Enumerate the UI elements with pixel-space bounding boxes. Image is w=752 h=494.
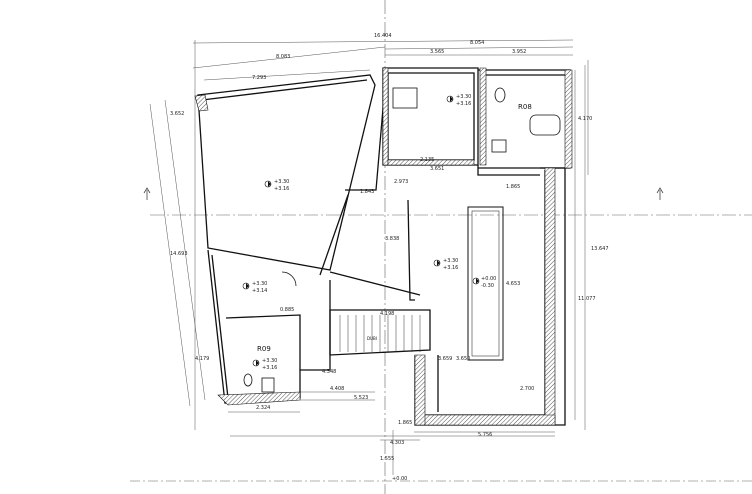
- svg-text:5.756: 5.756: [478, 432, 492, 438]
- svg-text:11.077: 11.077: [578, 296, 596, 302]
- elevation-marker-top-right: +3.30 +3.16: [446, 94, 471, 107]
- dimension-texts: 16.404 8.054 8.083 3.565 3.952 7.293 2.3…: [170, 33, 609, 462]
- svg-text:4.653: 4.653: [506, 281, 520, 287]
- svg-text:+3.30: +3.30: [252, 281, 267, 287]
- elevation-marker-lower-left: +3.30 +3.14: [242, 281, 267, 294]
- svg-text:1.865: 1.865: [398, 420, 412, 426]
- svg-text:4.303: 4.303: [390, 440, 404, 446]
- svg-text:16.404: 16.404: [374, 33, 392, 39]
- elevation-marker-right-hall: +0.00 -0.30: [472, 276, 496, 289]
- svg-text:4.179: 4.179: [195, 356, 209, 362]
- svg-text:13.647: 13.647: [591, 246, 609, 252]
- svg-text:+3.30: +3.30: [262, 358, 277, 364]
- svg-text:1.843: 1.843: [360, 189, 374, 195]
- svg-text:+3.30: +3.30: [443, 258, 458, 264]
- stair-treads: [339, 315, 421, 352]
- room-label-r08: R08: [518, 103, 532, 111]
- svg-text:2.700: 2.700: [520, 386, 534, 392]
- svg-text:+3.30: +3.30: [456, 94, 471, 100]
- hatched-walls: [194, 67, 573, 426]
- room-label-r09: R09: [257, 345, 271, 353]
- svg-text:+3.16: +3.16: [262, 365, 277, 371]
- svg-text:3.652: 3.652: [170, 111, 184, 117]
- room-label-stair: DUBI: [367, 336, 377, 341]
- svg-text:7.293: 7.293: [252, 75, 266, 81]
- svg-text:2.135: 2.135: [420, 157, 434, 163]
- svg-text:2.973: 2.973: [394, 179, 408, 185]
- elevation-marker-main: +3.30 +3.16: [264, 179, 289, 192]
- svg-text:+3.16: +3.16: [456, 101, 471, 107]
- central-shaft-inner: [471, 210, 500, 357]
- svg-text:4.408: 4.408: [330, 386, 344, 392]
- elevation-marker-center: +3.30 +3.16: [433, 258, 458, 271]
- svg-text:5.523: 5.523: [354, 395, 368, 401]
- svg-text:3.952: 3.952: [512, 49, 526, 55]
- svg-text:3.650: 3.650: [456, 356, 470, 362]
- elevation-bottom: +0.00: [392, 476, 407, 482]
- svg-text:+3.16: +3.16: [274, 186, 289, 192]
- svg-text:+3.14: +3.14: [252, 288, 267, 294]
- svg-text:3.651: 3.651: [430, 166, 444, 172]
- svg-text:-0.30: -0.30: [481, 283, 494, 289]
- svg-text:+0.00: +0.00: [481, 276, 496, 282]
- svg-text:1.555: 1.555: [380, 456, 394, 462]
- svg-text:1.865: 1.865: [506, 184, 520, 190]
- axis-arrows: [143, 187, 664, 200]
- svg-text:14.693: 14.693: [170, 251, 188, 257]
- svg-text:3.659: 3.659: [438, 356, 452, 362]
- central-shaft: [467, 206, 504, 361]
- svg-text:4.198: 4.198: [380, 311, 394, 317]
- fixtures: [243, 87, 561, 393]
- svg-text:+3.30: +3.30: [274, 179, 289, 185]
- svg-text:8.083: 8.083: [276, 54, 290, 60]
- elevation-marker-r09: +3.30 +3.16: [252, 358, 277, 371]
- svg-text:8.054: 8.054: [470, 40, 484, 46]
- svg-text:3.565: 3.565: [430, 49, 444, 55]
- svg-text:3.838: 3.838: [385, 236, 399, 242]
- svg-text:4.170: 4.170: [578, 116, 592, 122]
- dimension-lines: [149, 39, 589, 475]
- axis-lines: [150, 0, 752, 494]
- svg-text:4.348: 4.348: [322, 369, 336, 375]
- svg-text:2.324: 2.324: [256, 405, 270, 411]
- svg-text:0.885: 0.885: [280, 307, 294, 313]
- svg-text:+3.16: +3.16: [443, 265, 458, 271]
